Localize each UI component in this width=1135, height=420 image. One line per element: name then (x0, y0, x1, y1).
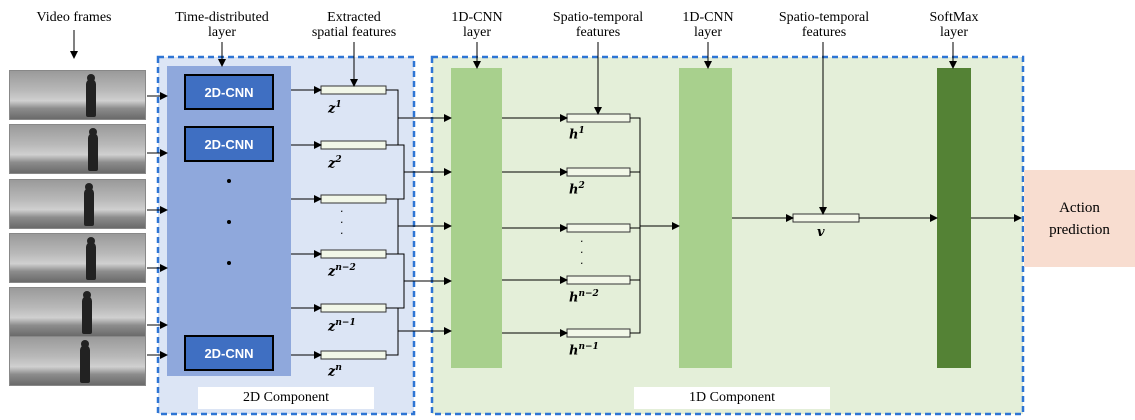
cnn2d-box-2: 2D-CNN (184, 126, 274, 162)
video-frame-6 (9, 336, 146, 386)
video-frame-5 (9, 287, 146, 337)
label-1d-cnn-layer-2: 1D-CNN layer (682, 10, 734, 40)
label-spatio-temporal-1: Spatio-temporal features (552, 10, 644, 40)
dot (227, 261, 231, 265)
dot (227, 179, 231, 183)
z-label-n-1: zn−1 (328, 318, 356, 335)
label-extracted-features: Extracted spatial features (311, 10, 397, 40)
component-2d-label: 2D Component (198, 387, 374, 409)
cnn2d-box-n: 2D-CNN (184, 335, 274, 371)
h-vector-3 (566, 223, 631, 233)
z-label-n-2: zn−2 (328, 263, 356, 280)
label-spatio-temporal-2: Spatio-temporal features (778, 10, 870, 40)
h-vector-1 (566, 113, 631, 123)
h-vector-n-2 (566, 275, 631, 285)
action-prediction-box: Action prediction (1024, 170, 1135, 267)
z-vector-2 (320, 140, 387, 150)
connectors (70, 30, 1022, 359)
z-label-dots: · · · (340, 205, 344, 240)
z-vector-1 (320, 85, 387, 95)
v-label: v (817, 225, 825, 240)
video-frame-1 (9, 70, 146, 120)
video-frame-3 (9, 179, 146, 229)
z-vector-n-2 (320, 249, 387, 259)
z-label-n: zn (328, 363, 342, 380)
label-video-frames: Video frames (36, 10, 112, 25)
dot (227, 220, 231, 224)
softmax-layer-bar (937, 68, 971, 368)
label-time-distributed: Time-distributed layer (175, 10, 269, 40)
z-vector-n-1 (320, 303, 387, 313)
z-vector-n (320, 350, 387, 360)
label-softmax-layer: SoftMax layer (929, 10, 979, 40)
z-label-2: z2 (328, 155, 342, 172)
h-label-1: h1 (569, 126, 585, 143)
cnn1d-layer-bar-1 (451, 68, 502, 368)
h-vector-n-1 (566, 328, 631, 338)
h-label-2: h2 (569, 181, 585, 198)
component-1d-label: 1D Component (634, 387, 830, 409)
action-prediction-label: Action prediction (1049, 199, 1110, 238)
v-vector (792, 213, 860, 223)
video-frame-2 (9, 124, 146, 174)
h-label-n-2: hn−2 (569, 289, 599, 306)
video-frame-4 (9, 233, 146, 283)
label-1d-cnn-layer-1: 1D-CNN layer (451, 10, 503, 40)
h-label-dots: · · · (580, 235, 584, 270)
z-label-1: z1 (328, 100, 342, 117)
cnn2d-box-1: 2D-CNN (184, 74, 274, 110)
z-vector-3 (320, 194, 387, 204)
cnn1d-layer-bar-2 (679, 68, 732, 368)
h-vector-2 (566, 167, 631, 177)
h-label-n-1: hn−1 (569, 342, 599, 359)
